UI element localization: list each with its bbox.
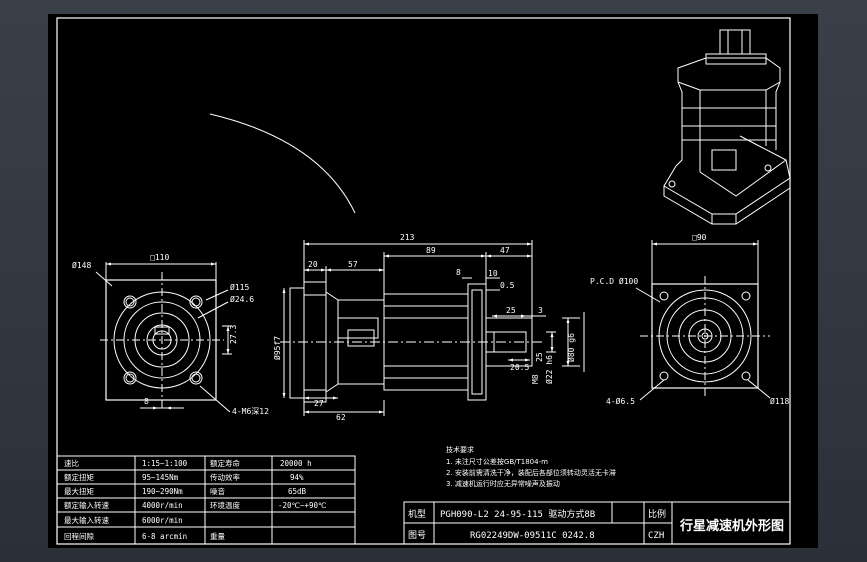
spec-table-grid [56, 455, 356, 545]
designer: CZH [648, 531, 664, 541]
dim-key-depth: 27.3 [229, 325, 238, 344]
note-line-3: 3. 减速机运行时应无异常噪声及振动 [446, 479, 560, 488]
spec-row: 额定扭矩 95~145Nm 传动效率 94% [64, 472, 304, 482]
spec-value: 95~145Nm [142, 473, 179, 482]
dim-len-3: 3 [538, 306, 543, 315]
dim-shaft-length: 47 [500, 246, 510, 255]
arc-curve [209, 113, 356, 214]
spec-label: 最大扭矩 [64, 486, 94, 496]
model-value: PGH090-L2 24-95-115 驱动方式8B [440, 508, 595, 520]
dim-pilot: Ø24.6 [230, 294, 254, 304]
notes-heading: 技术要求 [446, 445, 474, 454]
dim-back-holes: 4-Ø6.5 [606, 396, 635, 406]
spec-row: 最大输入转速 6000r/min [64, 515, 183, 525]
side-view [280, 240, 585, 416]
drawing-title: 行星减速机外形图 [679, 518, 784, 534]
dim-len-20: 20 [308, 260, 318, 269]
dim-m8: M8 [531, 374, 540, 384]
spec-label: 最大输入转速 [64, 515, 109, 525]
dim-dia-25: 25 [535, 352, 544, 362]
title-block-grid [403, 501, 791, 545]
dim-len-27: 27 [314, 399, 324, 408]
dim-len-205: 20.5 [510, 363, 529, 372]
dim-back-diameter: Ø118 [770, 396, 789, 406]
drawing-no-value: RG02249DW-09511C 0242.8 [470, 531, 595, 541]
front-view [95, 262, 232, 413]
model-label: 机型 [408, 508, 426, 520]
note-line-1: 1. 未注尺寸公差按GB/T1804-m [446, 457, 548, 466]
dim-flange-diameter: Ø95f7 [272, 336, 282, 360]
spec-row: 额定输入转速 4000r/min 环境温度 -20℃~+90℃ [64, 500, 327, 510]
isometric-view [663, 29, 791, 225]
spec-value: 94% [290, 473, 304, 482]
dim-key-width: 8 [144, 397, 149, 406]
spec-label: 额定扭矩 [64, 472, 94, 482]
drawing-no-label: 图号 [408, 530, 426, 541]
spec-value: 6000r/min [142, 516, 183, 525]
dim-holes: 4-M6深12 [232, 407, 269, 416]
spec-label: 传动效率 [210, 472, 240, 482]
dim-body-length: 89 [426, 246, 436, 255]
spec-label: 噪音 [210, 486, 225, 496]
spec-row: 回程间隙 6-8 arcmin 重量 [64, 532, 225, 541]
dim-len-57: 57 [348, 260, 358, 269]
dim-len-10: 10 [488, 269, 498, 278]
dim-total-length: 213 [400, 233, 415, 242]
spec-value: 1:15~1:100 [142, 459, 188, 468]
spec-row: 速比 1:15~1:100 额定寿命 20000 h [64, 458, 312, 468]
note-line-2: 2. 安装前需清洗干净，装配后各部位须转动灵活无卡滞 [446, 468, 616, 477]
spec-value: -20℃~+90℃ [278, 501, 327, 510]
spec-label: 速比 [64, 458, 79, 468]
spec-value: 4000r/min [142, 501, 183, 510]
spec-label: 环境温度 [210, 500, 240, 510]
dim-pcd: P.C.D Ø100 [590, 276, 638, 286]
spec-value: 65dB [288, 487, 307, 496]
dim-front-square: □110 [150, 253, 169, 262]
dim-len-05: 0.5 [500, 281, 515, 290]
spec-value: 6-8 arcmin [142, 532, 187, 541]
dim-len-25: 25 [506, 306, 516, 315]
spec-label: 重量 [210, 532, 225, 541]
dim-len-62: 62 [336, 413, 346, 422]
spec-label: 回程间隙 [64, 532, 94, 541]
dim-back-square: □90 [692, 233, 707, 242]
dim-dia-80: Ø80 g6 [566, 333, 576, 362]
spec-value: 20000 h [280, 459, 312, 468]
scale-label: 比例 [648, 508, 666, 520]
dim-dia-22: Ø22 h6 [544, 355, 554, 384]
spec-label: 额定输入转速 [64, 500, 109, 510]
dim-front-diameter: Ø148 [72, 260, 91, 270]
spec-label: 额定寿命 [210, 458, 240, 468]
drawing-sheet [48, 14, 818, 548]
spec-row: 最大扭矩 190~290Nm 噪音 65dB [64, 486, 307, 496]
dim-bolt-circle: Ø115 [230, 282, 249, 292]
dim-len-8: 8 [456, 268, 461, 277]
spec-value: 190~290Nm [142, 487, 183, 496]
back-view [635, 240, 771, 401]
